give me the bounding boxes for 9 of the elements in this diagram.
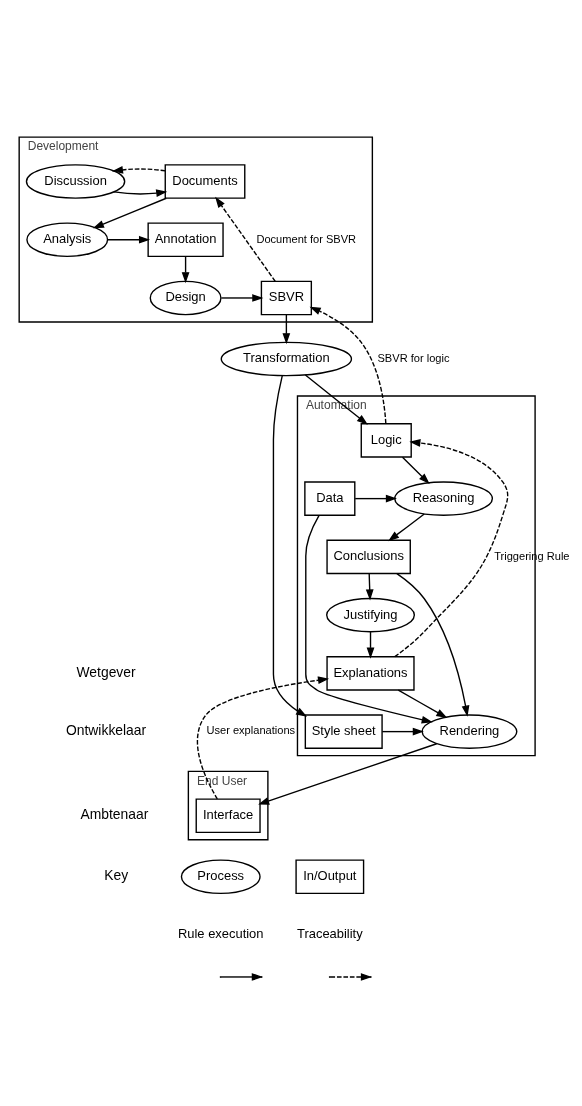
- legend-label: Rule execution: [177, 925, 264, 941]
- label: Wetgever: [76, 663, 136, 680]
- label: Key: [104, 866, 129, 883]
- legend-label: Traceability: [297, 925, 363, 941]
- edge-label: SBVR for logic: [377, 351, 450, 364]
- edge-label: User explanations: [206, 723, 296, 736]
- label: Ambtenaar: [80, 805, 149, 822]
- edge-label: Document for SBVR: [256, 232, 357, 245]
- label: Ontwikkelaar: [66, 721, 147, 738]
